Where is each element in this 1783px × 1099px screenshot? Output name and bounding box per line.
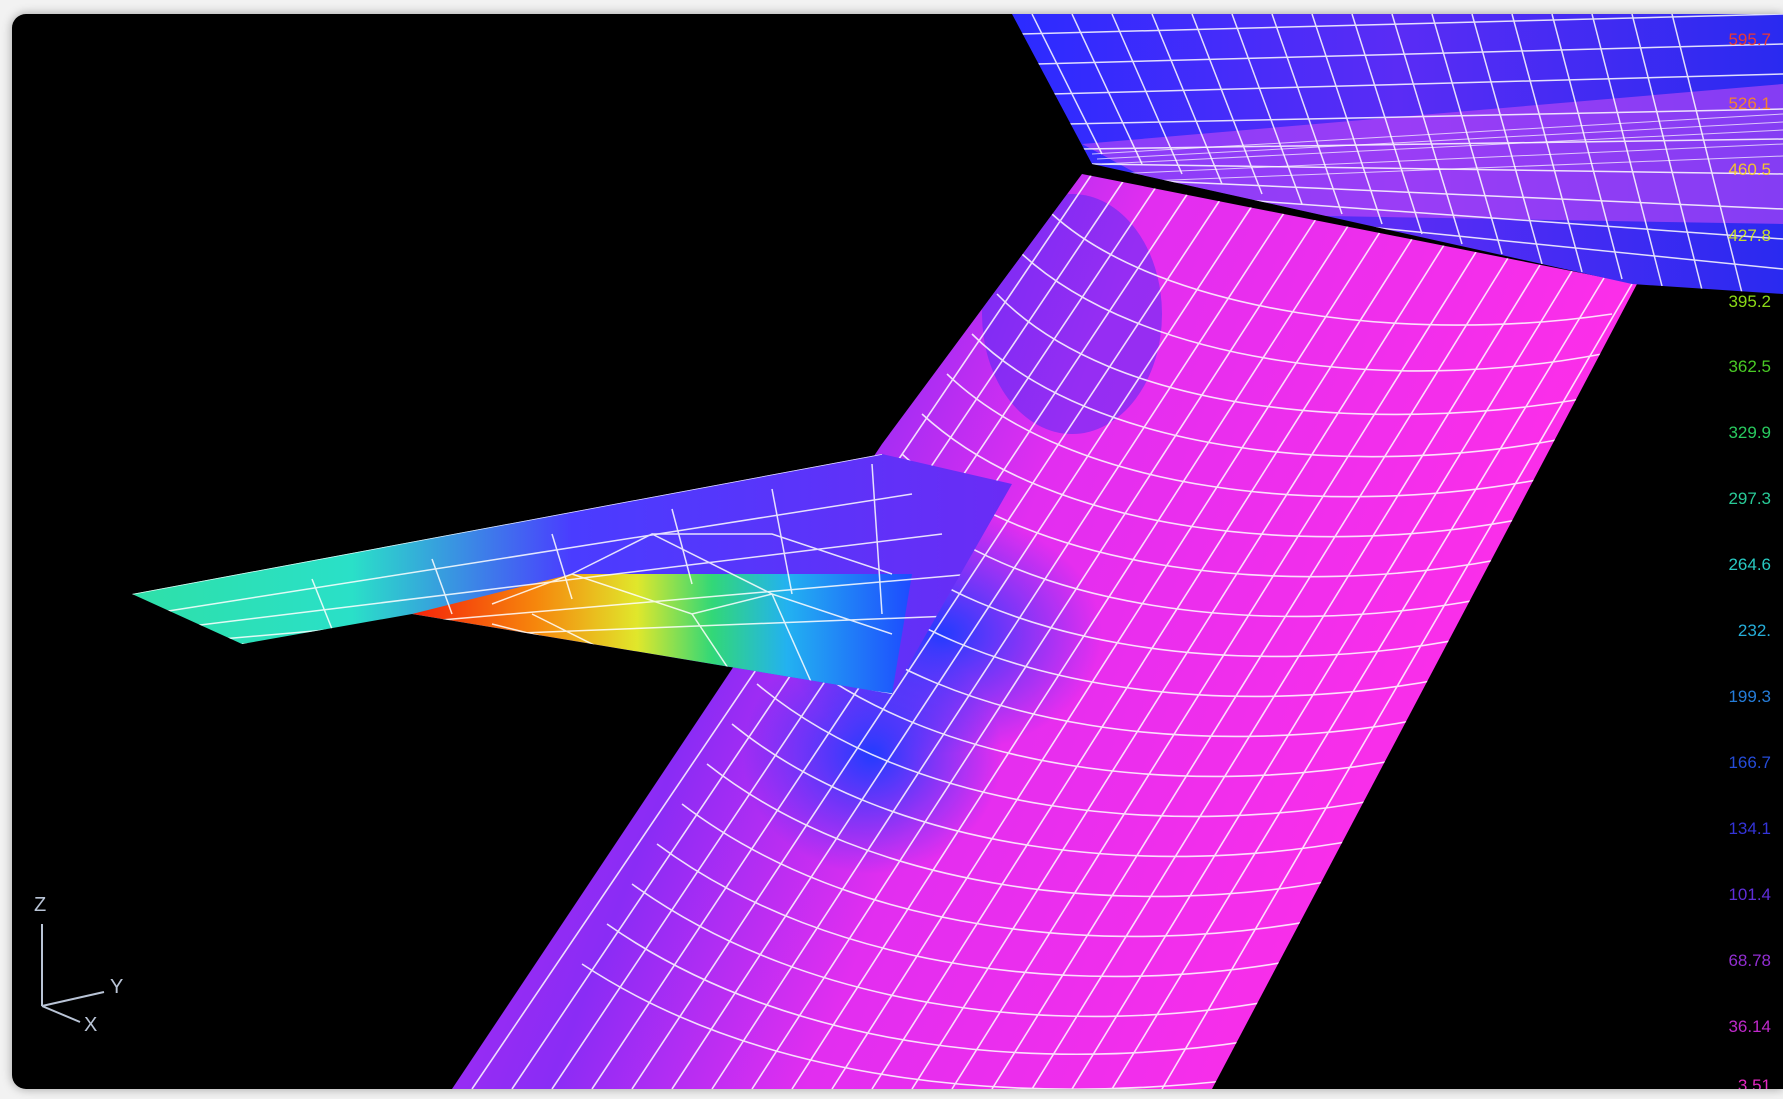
coordinate-axes-icon: Z Y X [24, 894, 134, 1044]
axis-z-label: Z [34, 894, 47, 916]
legend-value: 68.78 [1728, 951, 1771, 970]
top-flange [1012, 14, 1783, 294]
graphics-viewport[interactable]: 595.7 526.1 460.5 427.8 395.2 362.5 329.… [12, 14, 1783, 1089]
legend-value: 427.8 [1728, 226, 1771, 245]
legend-value: 595.7 [1728, 30, 1771, 49]
legend-value: 362.5 [1728, 357, 1771, 376]
legend-value: 297.3 [1728, 489, 1771, 508]
legend-value: 134.1 [1728, 819, 1771, 838]
legend-value: 3.51 [1737, 1076, 1771, 1089]
main-plate [452, 174, 1637, 1089]
legend-value: 101.4 [1728, 885, 1771, 904]
legend-value: 329.9 [1728, 423, 1771, 442]
legend-value: 36.14 [1728, 1017, 1771, 1036]
side-bracket [132, 454, 1012, 694]
axis-x-label: X [84, 1014, 98, 1036]
legend-value: 264.6 [1728, 555, 1771, 574]
legend-value: 166.7 [1728, 753, 1771, 772]
legend-value: 232. [1737, 621, 1771, 640]
legend-value: 526.1 [1728, 94, 1771, 113]
legend-value: 460.5 [1728, 160, 1771, 179]
legend-value: 395.2 [1728, 292, 1771, 311]
stress-legend: 595.7 526.1 460.5 427.8 395.2 362.5 329.… [1709, 14, 1777, 1089]
fea-mesh-plot[interactable] [12, 14, 1783, 1089]
axis-y-label: Y [110, 976, 124, 998]
legend-value: 199.3 [1728, 687, 1771, 706]
